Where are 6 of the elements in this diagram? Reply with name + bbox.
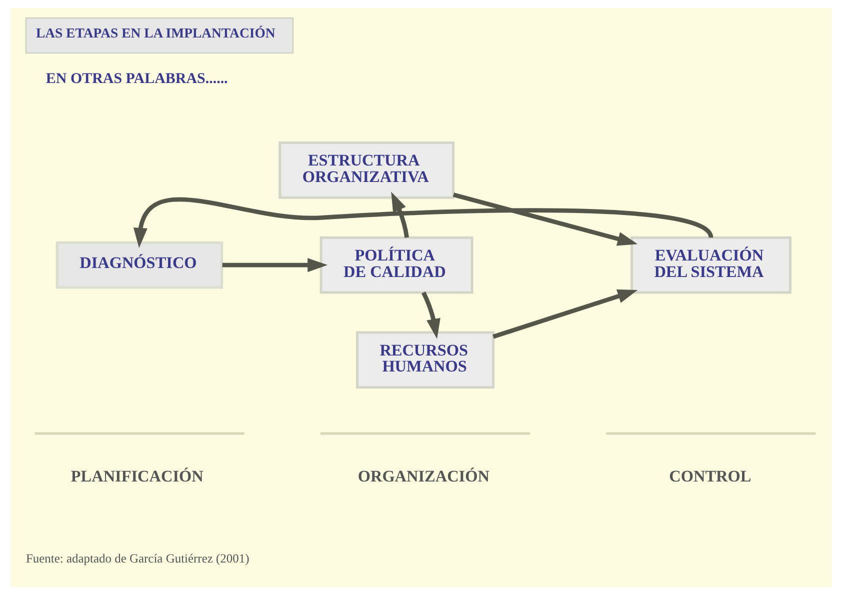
label: CONTROL [668, 467, 751, 486]
label: EN OTRAS PALABRAS...... [45, 71, 228, 88]
diagram-title: LAS ETAPAS EN LA IMPLANTACIÓN [35, 26, 275, 41]
label: ORGANIZACIÓN [357, 467, 489, 486]
label: Fuente: adaptado de García Gutiérrez (2001) [25, 552, 249, 566]
label: PLANIFICACIÓN [70, 467, 203, 486]
